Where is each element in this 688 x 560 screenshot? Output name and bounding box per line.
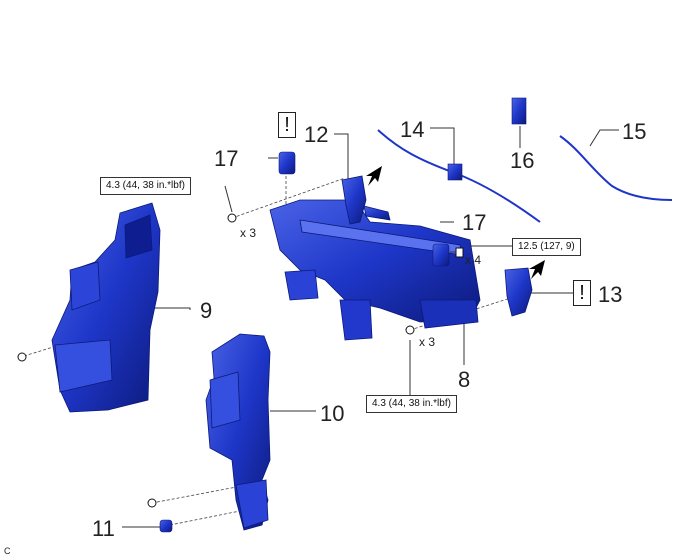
- leader-lines: [122, 126, 619, 528]
- part-11-clip: [159, 519, 173, 533]
- part-14-cable: [377, 129, 541, 223]
- part-13-bracket: [504, 267, 533, 317]
- part-17b-clip: [432, 243, 450, 267]
- torque-spec: 12.5 (127, 9): [512, 238, 581, 256]
- figure-code: C: [4, 546, 11, 556]
- quantity-label: x 3: [419, 335, 436, 349]
- part-16-connector: [511, 97, 527, 125]
- label-part-16: 16: [510, 148, 535, 173]
- label-part-17a: 17: [214, 146, 239, 171]
- part-10-duct: [205, 333, 271, 531]
- part-12-bracket: [341, 175, 391, 225]
- notice-icon: !: [278, 112, 296, 138]
- label-part-13: 13: [598, 282, 623, 307]
- quantity-label: x 4: [465, 253, 482, 267]
- label-part-9: 9: [200, 298, 213, 323]
- label-part-15: 15: [622, 119, 647, 144]
- label-part-11: 11: [92, 516, 115, 541]
- label-part-12: 12: [304, 122, 329, 147]
- notice-icon: !: [573, 280, 591, 306]
- label-part-14: 14: [400, 117, 425, 142]
- torque-spec: 4.3 (44, 38 in.*lbf): [100, 177, 191, 195]
- label-part-8: 8: [458, 367, 471, 392]
- part-17a-clip: [278, 151, 296, 175]
- torque-spec: 4.3 (44, 38 in.*lbf): [366, 395, 457, 413]
- bolt-icon: [17, 213, 464, 508]
- label-part-17b: 17: [462, 210, 487, 235]
- part-8-reinforcement: [269, 199, 481, 341]
- part-9-duct: [51, 202, 161, 413]
- part-15-cable: [559, 135, 673, 201]
- label-part-10: 10: [320, 401, 345, 426]
- quantity-label: x 3: [240, 226, 257, 240]
- arrow-icon: [366, 166, 545, 279]
